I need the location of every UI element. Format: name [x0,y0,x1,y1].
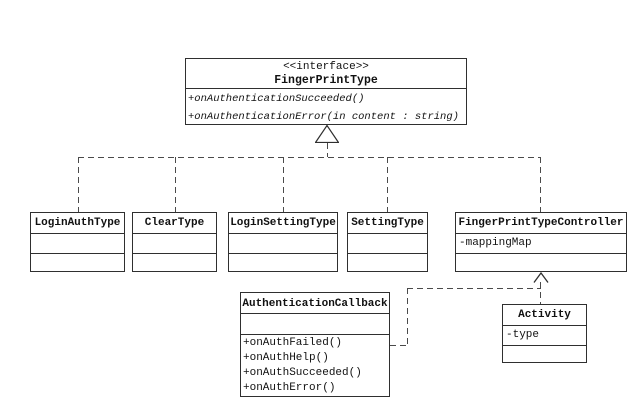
method-item: +onAuthHelp() [243,352,329,364]
methods-compartment: +onAuthFailed() +onAuthHelp() +onAuthSuc… [241,335,389,396]
class-box-settingtype[interactable]: SettingType [347,212,428,272]
method-item: +onAuthFailed() [243,337,343,349]
class-box-fingerprinttype[interactable]: <<interface>> FingerPrintType +onAuthent… [185,58,467,125]
methods-compartment [31,254,124,271]
method-item: +onAuthenticationSucceeded() [188,93,365,105]
class-box-fingerprinttypecontroller[interactable]: FingerPrintTypeController -mappingMap [455,212,627,272]
methods-compartment [348,254,427,271]
class-name: LoginAuthType [31,213,124,234]
dependency-arrow-icon [533,272,549,283]
class-box-loginauthtype[interactable]: LoginAuthType [30,212,125,272]
class-box-cleartype[interactable]: ClearType [132,212,217,272]
method-item: +onAuthenticationError(in content : stri… [188,111,459,123]
methods-compartment [229,254,337,271]
dependency-line-authcallback-stub [390,345,407,346]
class-box-authenticationcallback[interactable]: AuthenticationCallback +onAuthFailed() +… [240,292,390,397]
methods-compartment [503,346,586,362]
dependency-line-authcallback-h [407,288,541,289]
class-name: FingerPrintTypeController [456,213,626,234]
class-box-activity[interactable]: Activity -type [502,304,587,363]
attributes-compartment: -mappingMap [456,234,626,254]
dependency-line-activity [540,282,541,304]
methods-compartment [133,254,216,271]
class-name: LoginSettingType [229,213,337,234]
interface-header: <<interface>> FingerPrintType [186,59,466,89]
method-item: +onAuthSucceeded() [243,367,362,379]
class-name: ClearType [133,213,216,234]
class-name: FingerPrintType [274,74,378,87]
attributes-compartment [133,234,216,254]
realization-line-controller [540,157,541,212]
class-name: SettingType [348,213,427,234]
attributes-compartment: -type [503,326,586,346]
attributes-compartment [229,234,337,254]
class-name: Activity [503,305,586,326]
methods-compartment: +onAuthenticationSucceeded() +onAuthenti… [186,89,466,124]
realization-line-settingtype [387,157,388,212]
attribute-item: -mappingMap [459,237,532,249]
class-box-loginsettingtype[interactable]: LoginSettingType [228,212,338,272]
attribute-item: -type [506,329,540,341]
realization-bus-line [78,157,541,158]
attributes-compartment [348,234,427,254]
methods-compartment [456,254,626,271]
realization-stem-line [327,143,328,157]
realization-line-loginsettingtype [283,157,284,212]
realization-line-cleartype [175,157,176,212]
attributes-compartment [241,314,389,335]
realization-line-loginauthtype [78,157,79,212]
class-name: AuthenticationCallback [241,293,389,315]
method-item: +onAuthError() [243,382,336,394]
attributes-compartment [31,234,124,254]
dependency-line-authcallback-v [407,288,408,345]
realization-arrow-icon [315,125,339,143]
interface-stereotype: <<interface>> [283,61,369,73]
